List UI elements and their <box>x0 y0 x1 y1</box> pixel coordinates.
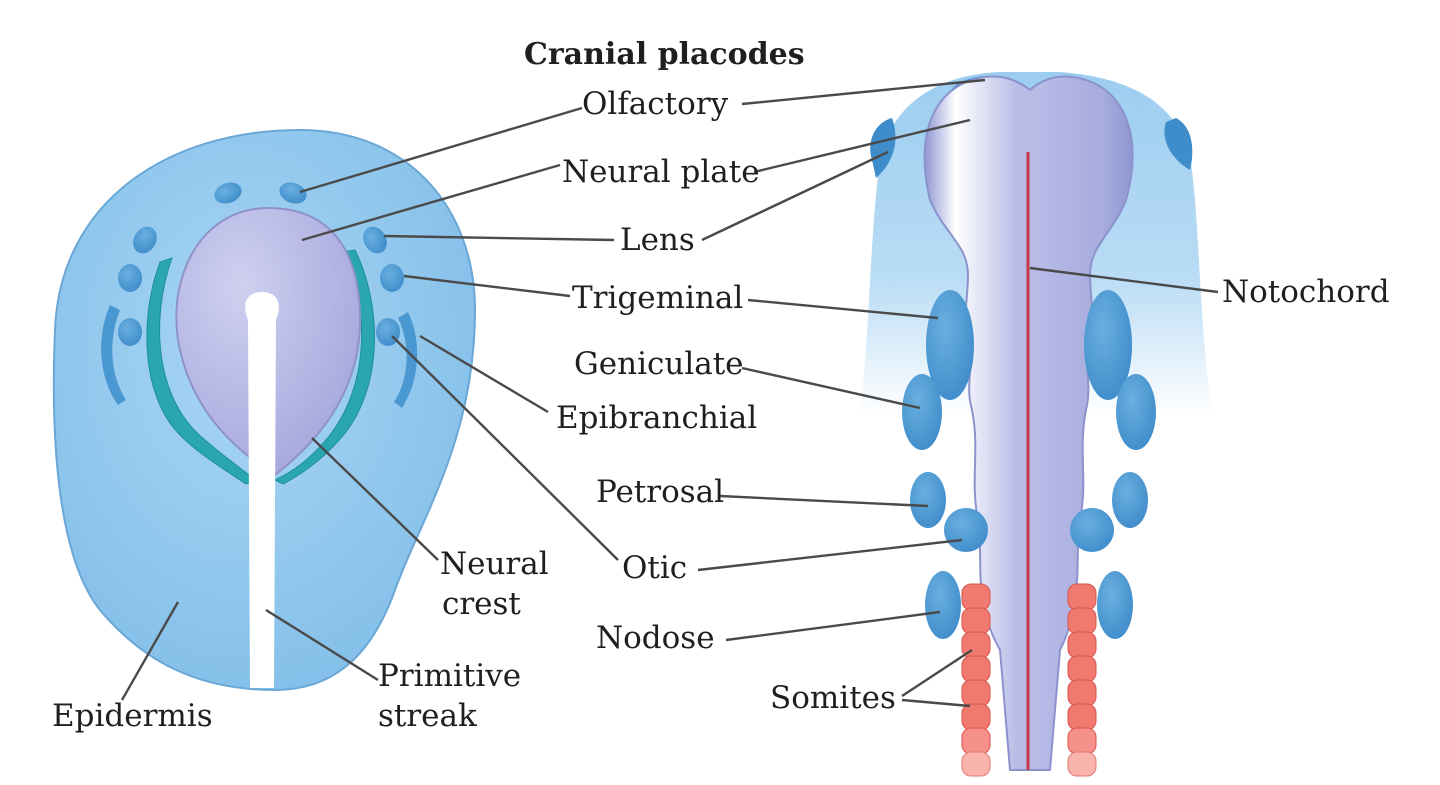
somite <box>961 727 991 755</box>
somite <box>961 655 991 683</box>
somite <box>1067 727 1097 755</box>
label-primitive-streak-line1: Primitive <box>378 658 521 694</box>
otic-vesicle-left <box>944 508 988 552</box>
somite <box>961 583 991 611</box>
leader-neural-plate-right <box>753 118 971 174</box>
petrosal-ganglion-left <box>910 472 946 528</box>
olfactory-placode-left <box>214 182 242 204</box>
petrosal-ganglion-right <box>1112 472 1148 528</box>
leader-neural-plate-left <box>301 163 561 242</box>
trigeminal-ganglion-right <box>1084 290 1132 400</box>
olfactory-placode-right <box>279 182 307 204</box>
leader-olfactory-right <box>741 78 986 106</box>
label-neural-crest-line1: Neural <box>440 546 549 582</box>
somites-left-column <box>961 583 991 777</box>
lens-placode-right <box>363 226 387 254</box>
leader-olfactory-left <box>299 106 583 194</box>
label-otic: Otic <box>622 550 687 586</box>
somite <box>961 703 991 731</box>
leader-epidermis <box>120 601 180 701</box>
leader-somites-2 <box>901 698 971 708</box>
label-olfactory: Olfactory <box>582 86 729 122</box>
epibranchial-placode-right <box>394 312 418 408</box>
label-somites: Somites <box>770 680 896 716</box>
geniculate-ganglion-left <box>902 374 942 450</box>
leader-notochord <box>1029 266 1219 294</box>
right-embryo <box>860 72 1212 777</box>
leader-epibranchial <box>419 334 549 414</box>
leader-trigeminal-left <box>403 274 571 298</box>
somite <box>961 679 991 707</box>
otic-placode-left <box>118 318 142 346</box>
label-neural-crest-line2: crest <box>442 586 521 622</box>
label-geniculate: Geniculate <box>574 346 744 382</box>
leader-lines <box>120 78 1219 708</box>
somite <box>1067 679 1097 707</box>
nodose-ganglion-right <box>1097 571 1133 639</box>
leader-primitive-streak <box>265 608 379 682</box>
label-petrosal: Petrosal <box>596 474 724 510</box>
label-neural-plate: Neural plate <box>562 154 760 190</box>
label-notochord: Notochord <box>1222 274 1390 310</box>
leader-otic-right <box>697 538 963 572</box>
somite <box>961 607 991 635</box>
somite <box>1067 607 1097 635</box>
label-lens: Lens <box>620 222 695 258</box>
left-embryo <box>52 128 477 692</box>
diagram-title: Cranial placodes <box>524 37 805 72</box>
primitive-streak-shape <box>245 292 279 688</box>
leader-petrosal <box>719 494 929 508</box>
leader-lens-right <box>701 150 889 242</box>
somite <box>1067 631 1097 659</box>
leader-geniculate <box>741 366 921 410</box>
leader-nodose <box>725 610 941 642</box>
leader-neural-crest <box>311 437 439 561</box>
label-epidermis: Epidermis <box>52 698 213 734</box>
leader-lens-left <box>383 234 615 242</box>
label-epibranchial: Epibranchial <box>556 400 757 436</box>
lens-placode-left <box>133 226 157 254</box>
label-primitive-streak-line2: streak <box>378 698 477 734</box>
lens-placode-tissue-right <box>1164 118 1193 170</box>
somite <box>1067 751 1097 777</box>
geniculate-ganglion-right <box>1116 374 1156 450</box>
somite <box>1067 703 1097 731</box>
somite <box>1067 583 1097 611</box>
leader-somites-1 <box>901 648 973 698</box>
somites-right-column <box>1067 583 1097 777</box>
trigeminal-placode-left <box>118 264 142 292</box>
leader-otic-left <box>391 335 619 561</box>
otic-vesicle-right <box>1070 508 1114 552</box>
somite <box>961 751 991 777</box>
trigeminal-placode-right <box>380 264 404 292</box>
label-trigeminal: Trigeminal <box>572 280 743 316</box>
labels: Cranial placodes Olfactory Neural plate … <box>52 37 1390 734</box>
leader-trigeminal-right <box>747 298 939 320</box>
epibranchial-placode-left <box>101 305 126 405</box>
label-nodose: Nodose <box>596 620 715 656</box>
nodose-ganglion-left <box>925 571 961 639</box>
somite <box>1067 655 1097 683</box>
lens-placode-tissue-left <box>870 118 896 178</box>
